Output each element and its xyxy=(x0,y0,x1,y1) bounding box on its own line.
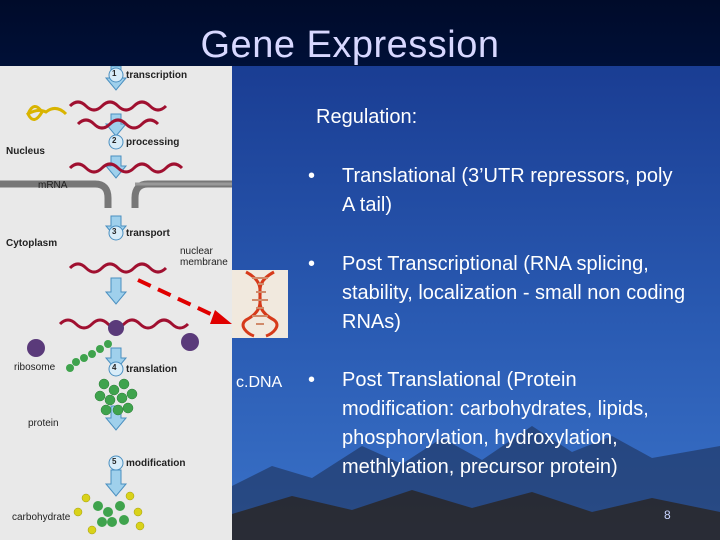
rna-mrna-cytoplasm xyxy=(68,262,168,274)
dna-helix-icon xyxy=(241,270,279,338)
step-circle-1 xyxy=(108,67,124,83)
flow-arrow-8 xyxy=(104,469,128,497)
rna-mrna-nucleus xyxy=(68,162,184,174)
carbohydrate-label: carbohydrate xyxy=(12,512,71,523)
dashed-arrowhead xyxy=(210,310,232,324)
step-label-modification: modification xyxy=(126,458,186,469)
step-circle-3 xyxy=(108,225,124,241)
step-label-transport: transport xyxy=(126,228,170,239)
step-number-1: 1 xyxy=(112,69,117,78)
slide-title: Gene Expression xyxy=(200,24,500,66)
rna-pre-mrna-1 xyxy=(68,100,168,112)
bullet-marker: • xyxy=(308,253,316,275)
nuclear-membrane-label: nuclear membrane xyxy=(180,246,228,268)
bullet-text: Post Transcriptional (RNA splicing, stab… xyxy=(342,253,686,333)
bullet-translational: • Translational (3’UTR repressors, poly … xyxy=(308,162,688,220)
content-panel: Regulation: • Translational (3’UTR repre… xyxy=(232,66,720,540)
step-label-processing: processing xyxy=(126,137,180,148)
page-number: 8 xyxy=(664,508,671,522)
cdna-label: c.DNA xyxy=(236,374,283,391)
bullet-post-translational: • Post Translational (Protein modificati… xyxy=(308,366,688,482)
mrna-label: mRNA xyxy=(38,180,68,191)
bullet-marker: • xyxy=(308,165,316,187)
ribosome-free-left xyxy=(27,339,45,357)
step-circle-4 xyxy=(108,361,124,377)
mountain-silhouette xyxy=(232,426,720,540)
rna-mrna-translation xyxy=(58,318,190,330)
bullet-post-transcriptional: • Post Transcriptional (RNA splicing, st… xyxy=(308,250,688,337)
ribosome-label: ribosome xyxy=(14,362,56,373)
bullet-text: Post Translational (Protein modification… xyxy=(342,369,649,478)
flow-arrow-5 xyxy=(104,277,128,305)
ribosome-free-right xyxy=(181,333,199,351)
step-circle-5 xyxy=(108,455,124,471)
rna-pre-mrna-2 xyxy=(76,118,160,130)
bullet-marker: • xyxy=(308,369,316,391)
step-number-2: 2 xyxy=(112,136,117,145)
nucleus-label: Nucleus xyxy=(6,146,45,157)
step-label-transcription: transcription xyxy=(126,70,188,81)
nuclear-membrane-upper xyxy=(0,180,112,208)
step-number-3: 3 xyxy=(112,227,117,236)
step-number-4: 4 xyxy=(112,363,117,372)
cytoplasm-label: Cytoplasm xyxy=(6,238,58,249)
ribosome-bound xyxy=(108,320,124,336)
gene-expression-diagram: transcription processing transport trans… xyxy=(0,65,232,540)
diagram-illustration xyxy=(0,65,232,535)
regulation-heading: Regulation: xyxy=(316,106,418,128)
step-label-translation: translation xyxy=(126,364,178,375)
nuclear-membrane-lower xyxy=(131,180,232,208)
step-number-5: 5 xyxy=(112,457,117,466)
dashed-arrow-to-cdna xyxy=(137,278,216,318)
protein-label: protein xyxy=(28,418,59,429)
dna-strand xyxy=(26,105,68,121)
step-circle-2 xyxy=(108,134,124,150)
cdna-helix-image xyxy=(232,270,288,338)
bullet-text: Translational (3’UTR repressors, poly A … xyxy=(342,165,673,216)
